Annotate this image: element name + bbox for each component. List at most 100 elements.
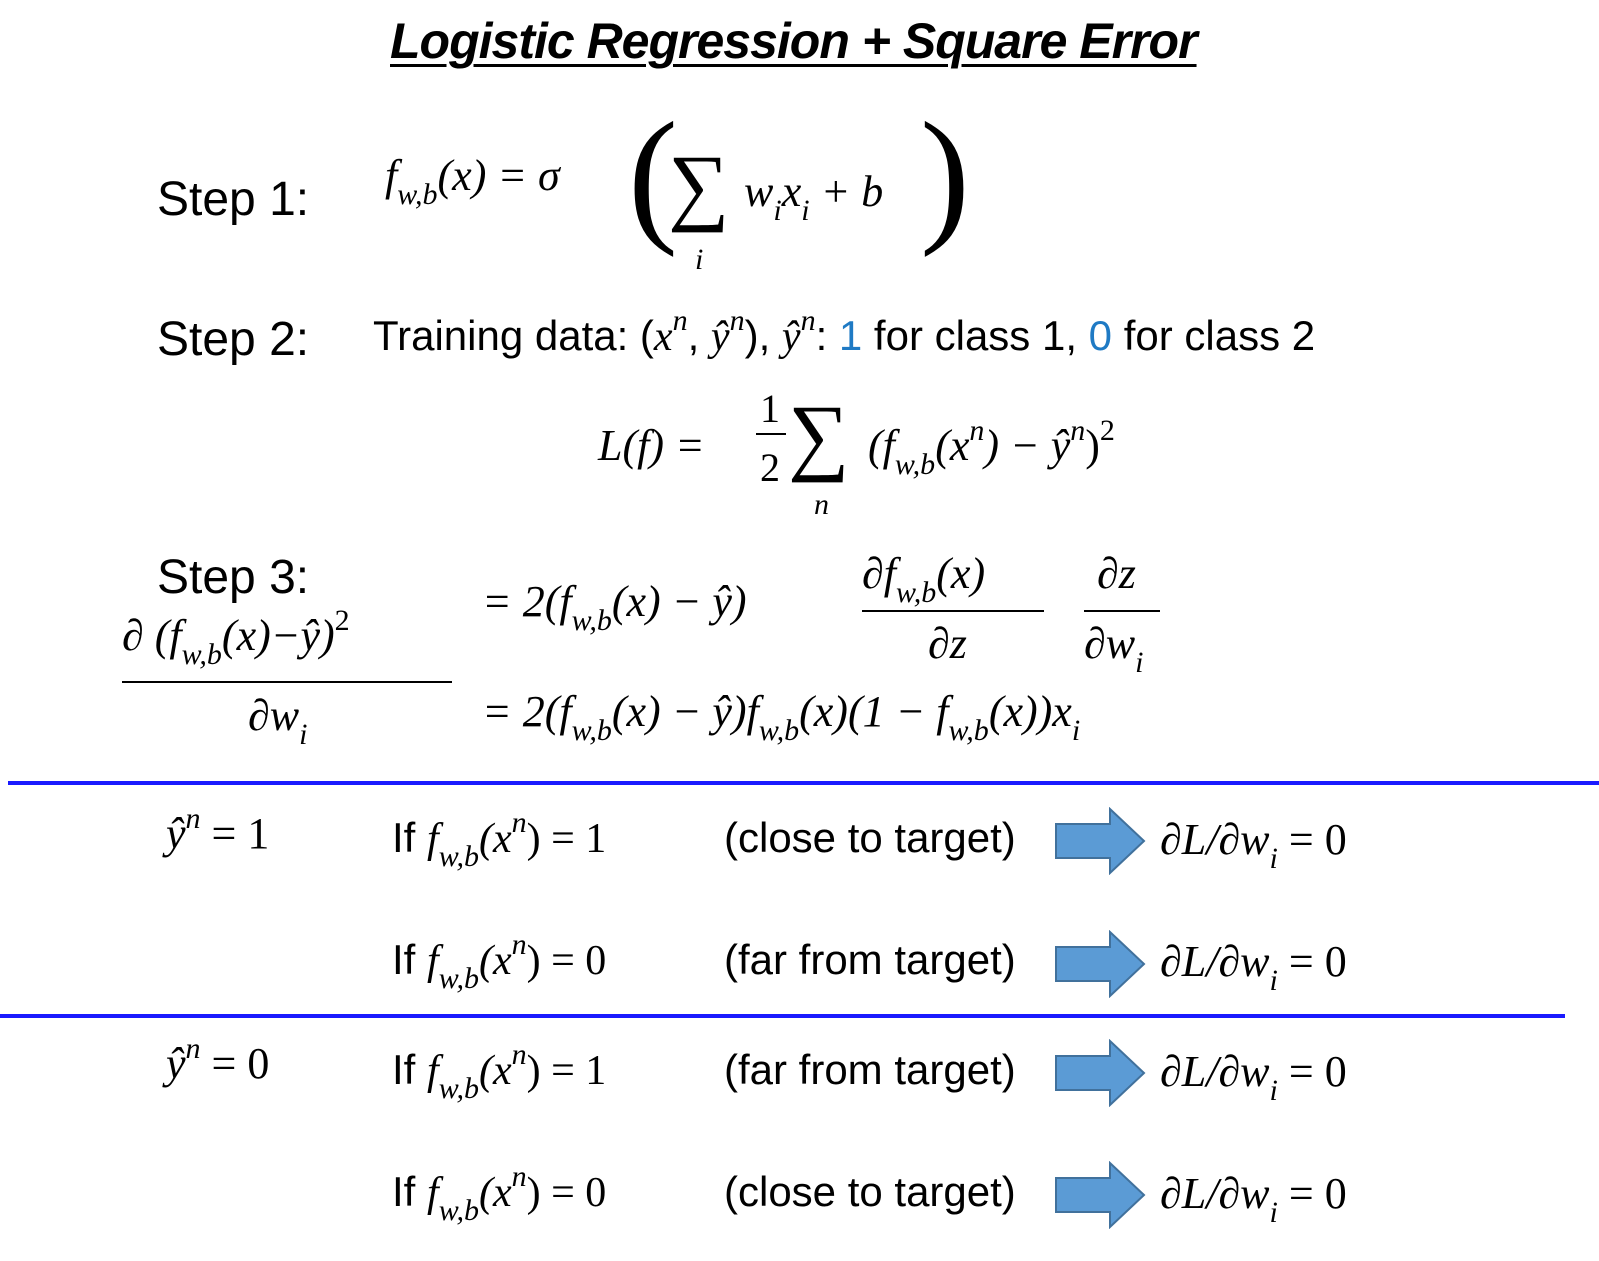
step2-label: Step 2:: [157, 313, 310, 366]
step1-lhs-arg: (x) = σ: [437, 151, 560, 200]
row2-d: (x))x: [988, 687, 1072, 736]
case1-row1: If fw,b(xn) = 1: [392, 806, 607, 873]
case1-eq: = 1: [200, 809, 270, 858]
lhs-num-rest: (x)−ŷ): [221, 611, 335, 660]
loss-body-f: (f: [868, 421, 895, 470]
case1-row2-if: If: [392, 936, 428, 983]
row2-sub2: w,b: [758, 714, 800, 747]
step3-lhs-numerator: ∂ (fw,b(x)−ŷ)2: [122, 604, 350, 671]
case2-row1-arg: (x: [478, 1048, 512, 1094]
case1-row2-res-a: ∂L/∂w: [1160, 937, 1270, 986]
case2-row1-res-b: = 0: [1277, 1047, 1347, 1096]
class2-value: 0: [1088, 312, 1113, 359]
frac1-num-sub: w,b: [895, 576, 937, 609]
row2-b: (x) − ŷ)f: [611, 687, 759, 736]
row2-a: = 2(f: [482, 687, 572, 736]
case2-eq: = 0: [200, 1039, 270, 1088]
step1-w-sub: i: [773, 194, 782, 227]
step3-lhs-fraction-line: [122, 681, 452, 683]
case1-row1-val: ) = 1: [526, 816, 607, 862]
case2-row1-if: If: [392, 1046, 428, 1093]
case2-row2-val: ) = 0: [526, 1170, 607, 1216]
case1-row1-note: (close to target): [724, 814, 1016, 861]
right-arrow-icon: [1055, 1161, 1146, 1229]
case1-yhat: ŷ: [166, 809, 186, 858]
step3-row2: = 2(fw,b(x) − ŷ)fw,b(x)(1 − fw,b(x))xi: [482, 686, 1080, 747]
loss-arg-sup: n: [969, 414, 985, 447]
frac2-den: ∂w: [1084, 619, 1136, 668]
case2-row2-result: ∂L/∂wi = 0: [1160, 1168, 1347, 1229]
training-prefix: Training data: (: [373, 312, 654, 359]
training-x: x: [653, 314, 673, 360]
case1-row1-sub: w,b: [438, 840, 479, 873]
lhs-num: ∂ (f: [122, 611, 182, 660]
step1-w: w: [744, 167, 774, 216]
lhs-num-sq: 2: [334, 604, 350, 637]
case2-row2-res-sub: i: [1269, 1196, 1278, 1229]
case1-row1-f: f: [427, 816, 439, 862]
loss-sub: w,b: [894, 448, 936, 481]
case2-yhat: ŷ: [166, 1039, 186, 1088]
case1-row1-arg: (x: [478, 816, 512, 862]
training-colon: :: [815, 312, 839, 359]
case1-sup: n: [185, 802, 201, 835]
training-close: ),: [744, 312, 782, 359]
case1-row1-res-b: = 0: [1277, 815, 1347, 864]
case2-sup: n: [185, 1032, 201, 1065]
loss-yhat-sup: n: [1070, 414, 1086, 447]
step1-x: x: [781, 167, 802, 216]
training-comma: ,: [687, 312, 711, 359]
step1-body: wixi + b: [744, 166, 883, 227]
half-numerator: 1: [760, 386, 780, 431]
loss-sum-index: n: [814, 488, 829, 521]
loss-sum-symbol: ∑: [788, 387, 850, 483]
case2-row1-f: f: [427, 1048, 439, 1094]
loss-lhs: L(f) =: [598, 420, 705, 471]
case1-row2: If fw,b(xn) = 0: [392, 928, 606, 995]
row1-sub: w,b: [571, 604, 612, 637]
case2-row2-if: If: [392, 1168, 428, 1215]
row2-sub3: w,b: [948, 714, 989, 747]
case2-row2-res-a: ∂L/∂w: [1160, 1169, 1270, 1218]
step1-f: f: [385, 151, 398, 200]
training-yhat-sup: n: [729, 304, 745, 337]
frac1-numerator: ∂fw,b(x): [862, 548, 985, 609]
case1-row2-arg: (x: [478, 938, 512, 984]
step1-sum-index: i: [695, 243, 704, 276]
case1-row1-res-sub: i: [1269, 842, 1278, 875]
lhs-den-sub: i: [299, 718, 308, 751]
row2-c: (x)(1 − f: [799, 687, 949, 736]
case1-row2-sub: w,b: [438, 962, 479, 995]
case2-row2-f: f: [427, 1170, 439, 1216]
case2-row1-sup: n: [511, 1038, 527, 1071]
case1-row1-result: ∂L/∂wi = 0: [1160, 814, 1347, 875]
case1-row2-sup: n: [511, 928, 527, 961]
case2-row1-val: ) = 1: [526, 1048, 607, 1094]
class1-value: 1: [838, 312, 863, 359]
case1-row2-res-b: = 0: [1277, 937, 1347, 986]
case2-row2-note: (close to target): [724, 1168, 1016, 1215]
case2-row2: If fw,b(xn) = 0: [392, 1160, 607, 1227]
case2-row2-sub: w,b: [438, 1194, 479, 1227]
frac2-numerator: ∂z: [1097, 549, 1136, 598]
divider-middle: [0, 1014, 1565, 1018]
lhs-den: ∂w: [248, 691, 300, 740]
frac2-den-sub: i: [1135, 646, 1144, 679]
row2-sub4: i: [1071, 714, 1081, 747]
row1-b: (x) − ŷ): [611, 577, 747, 626]
loss-body: (fw,b(xn) − ŷn)2: [868, 414, 1115, 481]
frac2-line: [1084, 610, 1160, 612]
divider-top: [8, 781, 1599, 785]
training-yhat2-sup: n: [800, 304, 816, 337]
row1-a: = 2(f: [482, 577, 572, 626]
case1-row2-note: (far from target): [724, 936, 1016, 983]
case1-row1-if: If: [392, 814, 428, 861]
case2-label: ŷn = 0: [166, 1032, 270, 1089]
loss-arg: (x: [935, 421, 970, 470]
class1-text: for class 1,: [862, 312, 1089, 359]
half-fraction-line: [756, 433, 786, 435]
case2-row1-res-sub: i: [1269, 1074, 1278, 1107]
case1-row1-res-a: ∂L/∂w: [1160, 815, 1270, 864]
lhs-num-sub: w,b: [181, 638, 222, 671]
half-denominator: 2: [760, 445, 780, 490]
